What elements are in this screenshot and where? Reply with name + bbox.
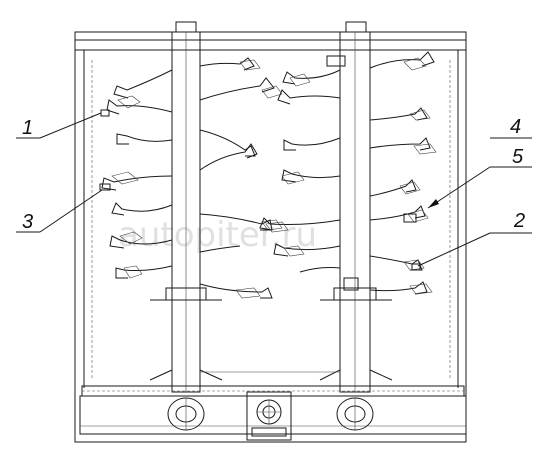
callouts: 1 2 3 4 5 [22,116,525,233]
outer-frame [74,31,467,443]
base-roller-right [336,397,374,431]
callout-label-3: 3 [22,211,33,233]
leader-lines [16,112,532,267]
base-rail [79,385,467,435]
right-tree-arms [259,51,437,295]
right-column [326,21,377,393]
left-tree-arms [101,57,283,299]
leader-arrowhead [428,199,439,208]
callout-label-2: 2 [513,210,525,232]
lower-braces [149,299,393,381]
callout-label-1: 1 [22,117,33,139]
callout-label-4: 4 [510,116,521,138]
left-column [165,21,207,393]
drive-gearbox [246,391,292,441]
callout-label-5: 5 [512,146,524,168]
base-roller-left [167,397,205,431]
